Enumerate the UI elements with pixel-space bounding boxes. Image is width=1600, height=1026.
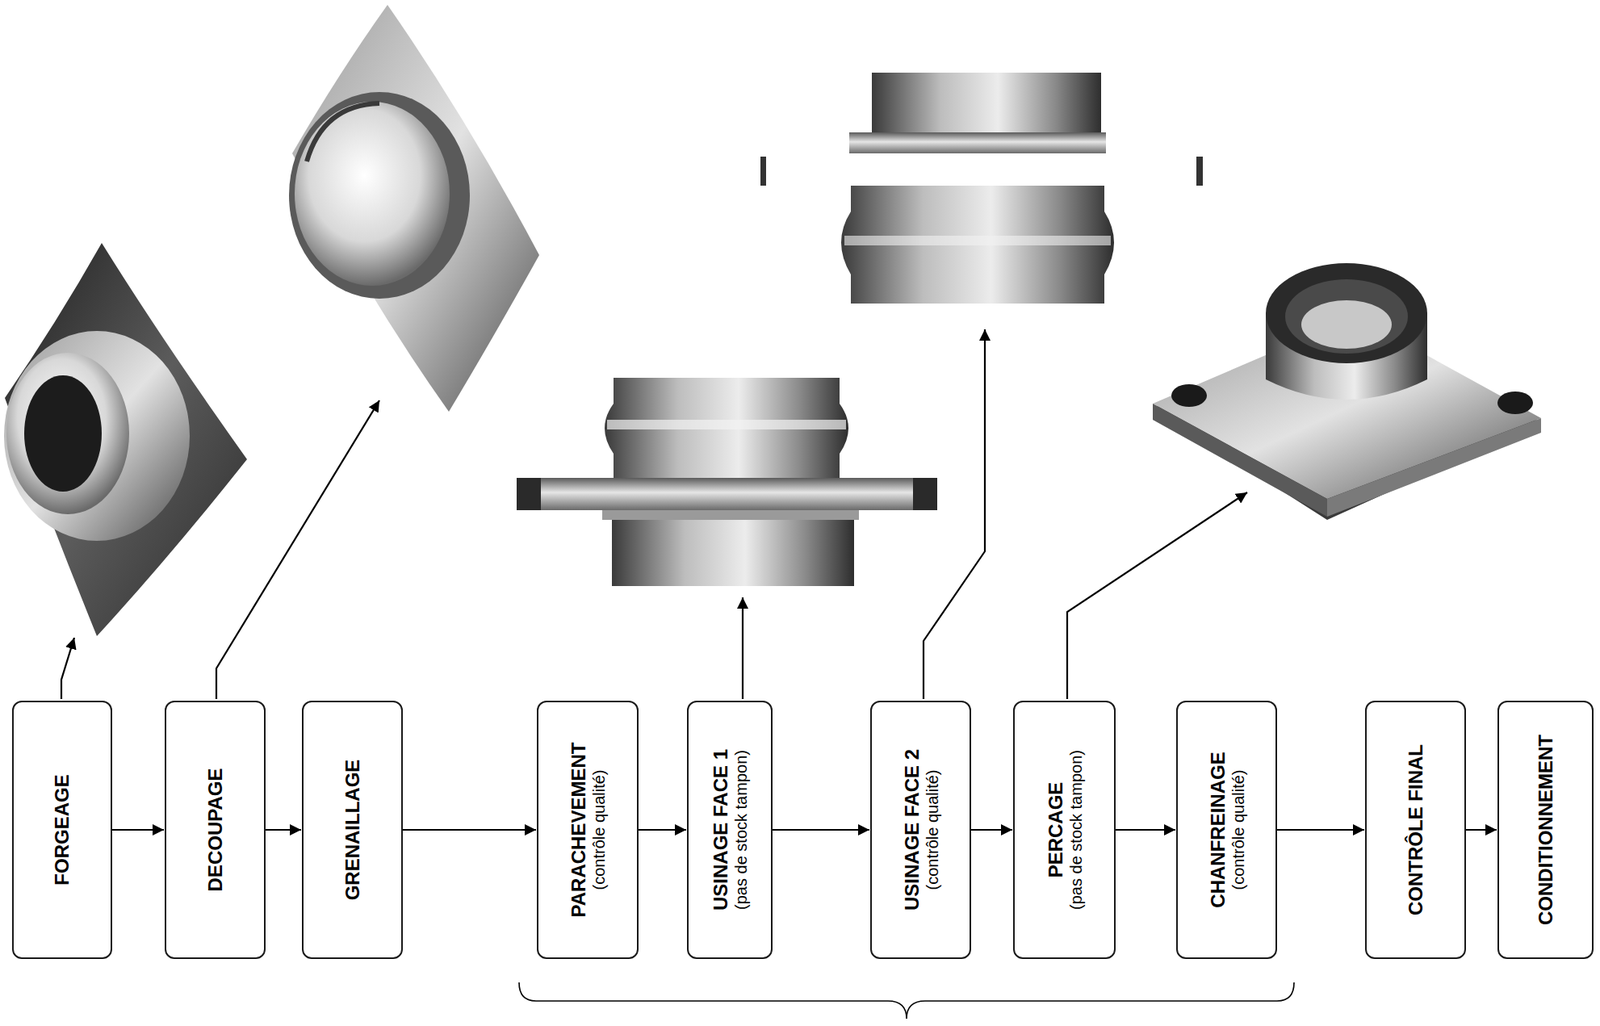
step-name: DECOUPAGE: [204, 712, 227, 948]
leader-arrow: [61, 637, 75, 700]
flow-arrow: [1277, 829, 1365, 831]
step-name: USINAGE FACE 1: [709, 712, 733, 948]
leader-arrow: [741, 597, 744, 700]
trimmed-part: [289, 4, 540, 412]
rotated-label: PERCAGE(pas de stock tampon): [1043, 712, 1085, 948]
process-box: PARACHEVEMENT(contrôle qualité): [536, 700, 639, 960]
step-note: (contrôle qualité): [922, 712, 942, 948]
step-note: (pas de stock tampon): [731, 712, 750, 948]
group-brace: [519, 982, 1295, 1019]
flow-arrow: [1465, 829, 1497, 831]
step-name: CONTRÔLE FINAL: [1404, 712, 1428, 948]
rotated-label: CONTRÔLE FINAL: [1404, 712, 1428, 948]
flow-arrow: [265, 829, 302, 831]
step-note: (contrôle qualité): [589, 712, 608, 948]
process-box: CONTRÔLE FINAL: [1365, 700, 1466, 960]
flow-arrow: [772, 829, 870, 831]
step-note: (pas de stock tampon): [1066, 712, 1085, 948]
step-name: FORGEAGE: [50, 712, 74, 948]
flow-arrow: [402, 829, 537, 831]
process-box: USINAGE FACE 2(contrôle qualité): [870, 700, 972, 960]
drilled-flange-part: [1152, 263, 1542, 520]
leader-arrow: [216, 400, 380, 700]
step-name: CONDITIONNEMENT: [1534, 712, 1558, 948]
rotated-label: PARACHEVEMENT(contrôle qualité): [567, 712, 609, 948]
rotated-label: FORGEAGE: [50, 712, 74, 948]
rotated-label: USINAGE FACE 1(pas de stock tampon): [709, 712, 751, 948]
rotated-label: GRENAILLAGE: [341, 712, 365, 948]
process-box: CONDITIONNEMENT: [1497, 700, 1594, 960]
flow-arrow: [638, 829, 687, 831]
leader-arrow: [923, 329, 985, 700]
leader-arrow: [1067, 492, 1248, 700]
process-box: GRENAILLAGE: [301, 700, 403, 960]
process-box: CHANFREINAGE(contrôle qualité): [1176, 700, 1278, 960]
rotated-label: DECOUPAGE: [204, 712, 227, 948]
step-name: CHANFREINAGE: [1206, 712, 1229, 948]
step-name: USINAGE FACE 2: [900, 712, 923, 948]
forged-part: [4, 242, 248, 637]
step-name: GRENAILLAGE: [341, 712, 365, 948]
process-box: PERCAGE(pas de stock tampon): [1013, 700, 1116, 960]
flow-arrow: [971, 829, 1013, 831]
rotated-label: USINAGE FACE 2(contrôle qualité): [900, 712, 942, 948]
flow-arrow: [112, 829, 164, 831]
rotated-label: CHANFREINAGE(contrôle qualité): [1206, 712, 1248, 948]
step-name: PERCAGE: [1043, 712, 1067, 948]
step-note: (contrôle qualité): [1228, 712, 1248, 948]
flow-arrow: [1115, 829, 1176, 831]
step-name: PARACHEVEMENT: [567, 712, 591, 948]
process-box: FORGEAGE: [12, 700, 113, 960]
machined-face1-part: [516, 377, 938, 587]
machined-face2-part: [760, 72, 1203, 304]
rotated-label: CONDITIONNEMENT: [1534, 712, 1558, 948]
process-box: DECOUPAGE: [164, 700, 266, 960]
process-box: USINAGE FACE 1(pas de stock tampon): [686, 700, 773, 960]
